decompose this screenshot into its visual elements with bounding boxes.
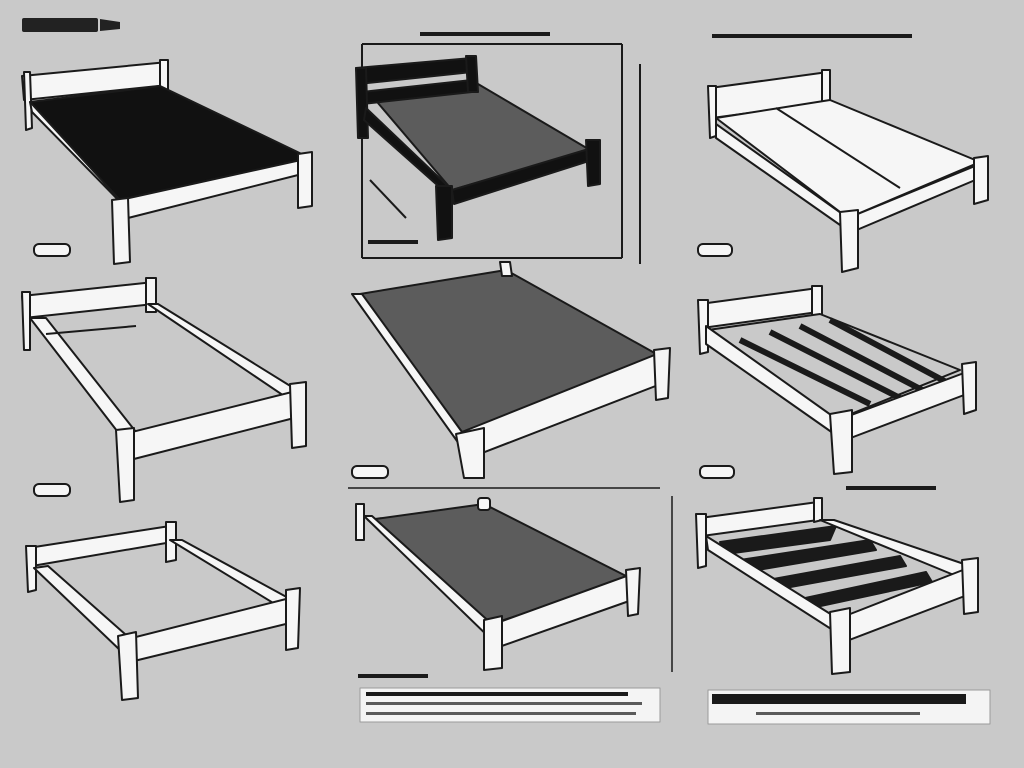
- bed-frame-1: [21, 59, 313, 265]
- bed-frame-2: [355, 32, 641, 264]
- bed-frame-8: [348, 487, 673, 723]
- bed-frame-7: [25, 521, 301, 701]
- bed-frame-9: [695, 497, 991, 725]
- bed-frame-3: [697, 34, 989, 273]
- bed-frame-6: [697, 285, 977, 490]
- bed-frame-4: [21, 277, 307, 503]
- bed-frame-5: [351, 261, 671, 479]
- logo-mark: [22, 18, 120, 32]
